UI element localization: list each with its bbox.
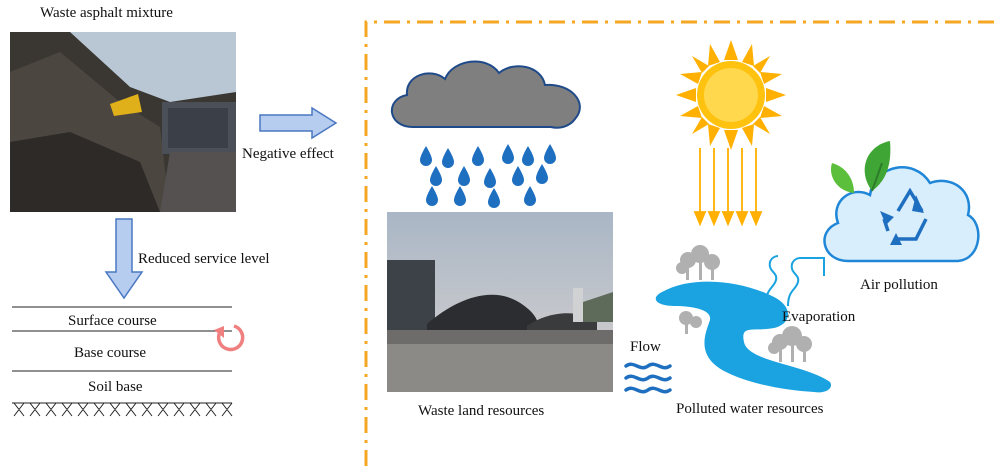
waste-land-photo (387, 212, 613, 392)
air-cloud-icon (823, 141, 980, 263)
evaporation-label: Evaporation (782, 309, 856, 325)
evaporation-icon (765, 255, 825, 307)
sun-rays-arrows (693, 148, 763, 227)
flow-waves-icon (624, 362, 672, 394)
soil-hatch (13, 402, 233, 417)
reduced-service-label: Reduced service level (138, 251, 270, 267)
rain-cloud-icon (390, 60, 581, 129)
dashed-boundary (364, 20, 1000, 466)
sun-icon (676, 40, 786, 150)
right-arrow-icon (259, 106, 338, 140)
down-arrow-icon (104, 218, 144, 300)
cycle-arrow-icon (214, 324, 245, 352)
waste-land-label: Waste land resources (418, 403, 545, 419)
rain-drops-icon (420, 144, 556, 208)
flow-label: Flow (630, 339, 661, 355)
polluted-river-icon (655, 245, 832, 393)
pavement-layers (12, 306, 233, 417)
base-course-label: Base course (74, 345, 147, 361)
trees-icon (676, 245, 812, 362)
surface-course-label: Surface course (68, 313, 157, 329)
air-pollution-label: Air pollution (860, 277, 938, 293)
polluted-water-label: Polluted water resources (676, 401, 824, 417)
negative-effect-label: Negative effect (242, 146, 334, 162)
waste-mixture-photo (10, 32, 236, 212)
waste-mixture-label: Waste asphalt mixture (40, 5, 173, 21)
soil-base-label: Soil base (88, 379, 143, 395)
